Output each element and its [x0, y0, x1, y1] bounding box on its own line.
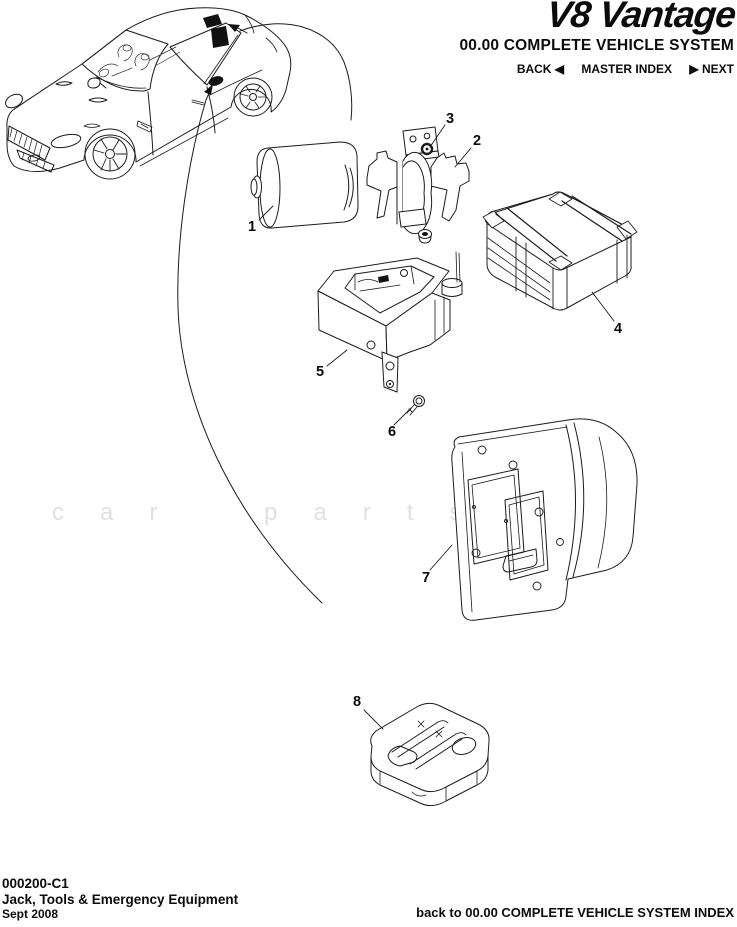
part-5-stowage-frame	[317, 251, 463, 393]
part-8-foam-tray	[370, 702, 490, 807]
location-marker-roof	[203, 14, 229, 48]
part-3-bracket-screw	[420, 142, 434, 156]
parts-diagram	[5, 7, 638, 807]
locator-curve-door	[177, 99, 323, 604]
callout-4: 4	[613, 321, 623, 337]
nav-master-index-link[interactable]: MASTER INDEX	[581, 62, 673, 76]
callout-3: 3	[445, 111, 455, 127]
part-4-kit-case	[482, 191, 638, 311]
bracket-nut	[418, 229, 432, 244]
part-1-sealant-canister	[250, 141, 359, 229]
part-2-canister-bracket	[366, 126, 470, 244]
nav-next-link[interactable]: ▶ NEXT	[689, 62, 734, 76]
page-title: 00.00 COMPLETE VEHICLE SYSTEM	[459, 37, 734, 54]
nav-bar: BACK ◀ MASTER INDEX ▶ NEXT	[503, 62, 734, 76]
back-to-index-link[interactable]: back to 00.00 COMPLETE VEHICLE SYSTEM IN…	[416, 905, 734, 920]
rear-wheel	[233, 77, 273, 117]
location-arrow-door	[204, 84, 213, 101]
front-wheel	[84, 128, 136, 180]
callout-2: 2	[472, 133, 482, 149]
callout-1: 1	[247, 219, 257, 235]
document-code: 000200-C1	[2, 876, 69, 891]
nav-back-link[interactable]: BACK ◀	[516, 62, 565, 76]
callout-leader-lines	[258, 124, 615, 730]
document-date: Sept 2008	[2, 907, 59, 921]
callout-8: 8	[352, 694, 362, 710]
locator-curve-roof	[239, 23, 353, 121]
part-6-screw	[406, 395, 425, 416]
brand-logo: V8 Vantage	[544, 0, 737, 35]
watermark: car parts	[52, 499, 498, 526]
callout-6: 6	[387, 424, 397, 440]
footer-document-info: 000200-C1 Jack, Tools & Emergency Equipm…	[2, 876, 238, 923]
document-title: Jack, Tools & Emergency Equipment	[2, 891, 239, 907]
part-7-tool-case	[451, 418, 638, 621]
location-arrow-roof	[228, 24, 248, 34]
car-illustration	[5, 7, 292, 180]
location-marker-door	[208, 76, 224, 86]
callout-7: 7	[421, 570, 431, 586]
callout-5: 5	[315, 364, 325, 380]
